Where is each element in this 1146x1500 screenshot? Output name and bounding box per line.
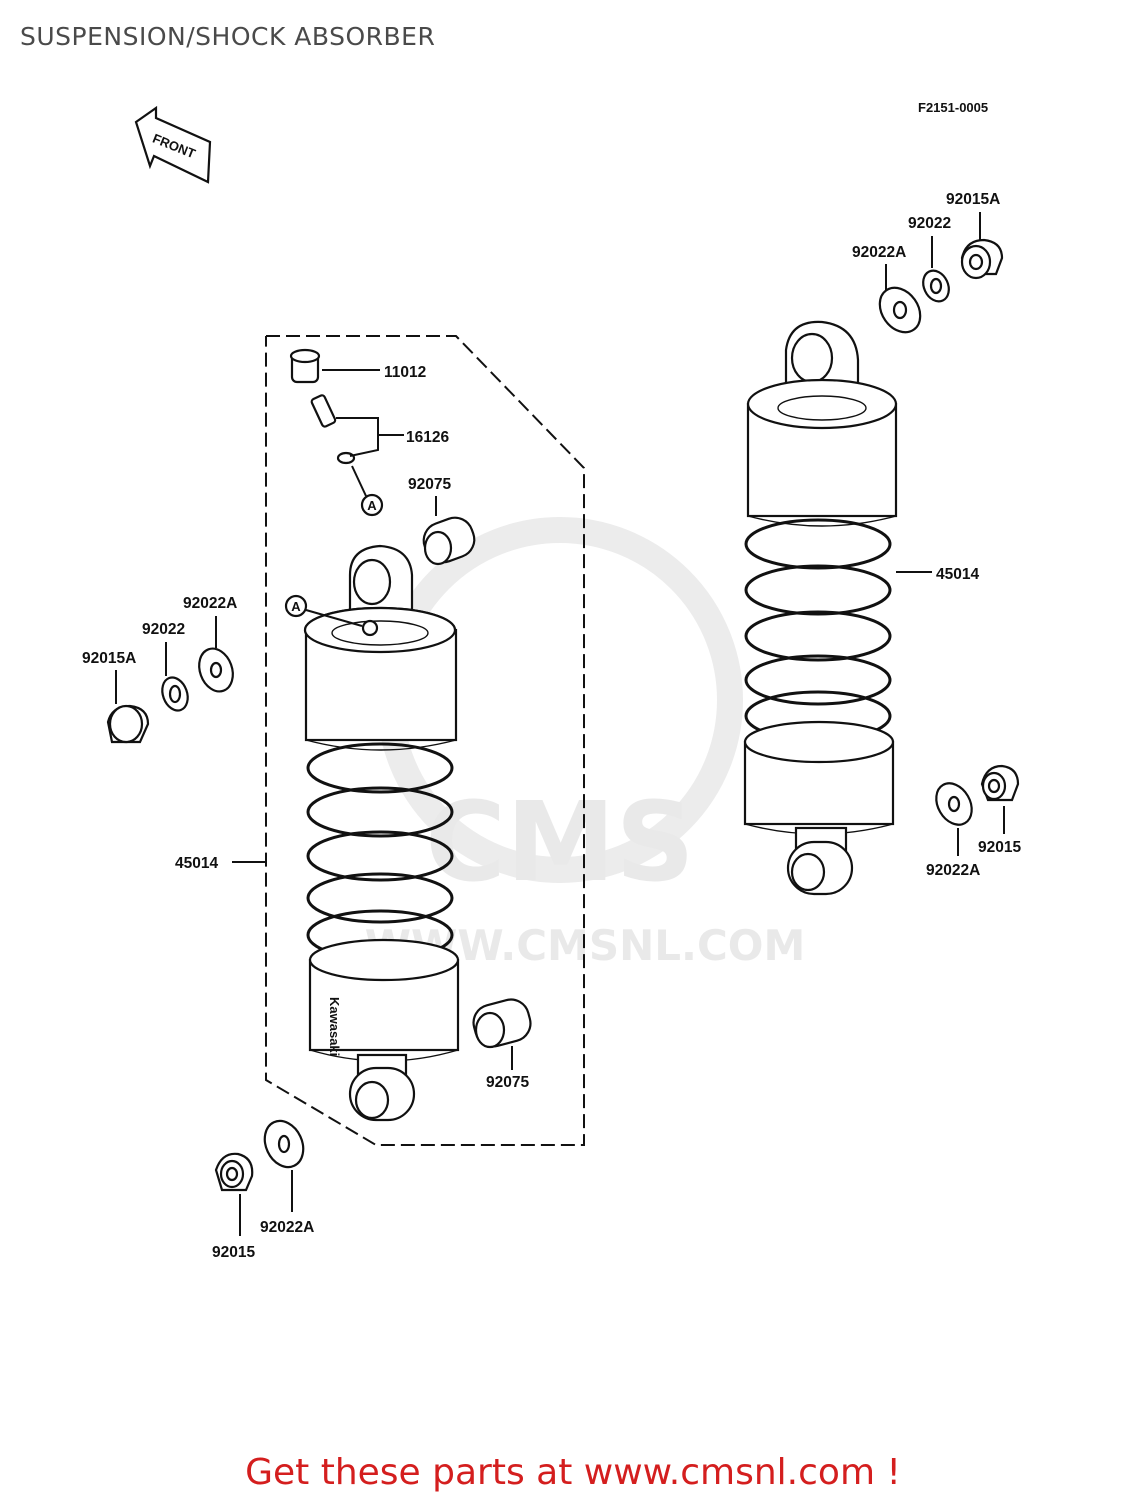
part-label-45014-right: 45014 <box>936 566 979 583</box>
watermark-logo-text: CMS <box>425 778 694 906</box>
bushing-92075-bottom-icon <box>472 998 532 1049</box>
figure-code: F2151-0005 <box>918 100 988 115</box>
callout-a-marker-body <box>284 594 308 618</box>
bushing-92075-top-icon <box>422 516 476 566</box>
part-label-92075-top: 92075 <box>408 476 451 493</box>
valve-16126-icon <box>310 394 356 465</box>
part-label-92015A-left: 92015A <box>82 650 136 667</box>
part-label-11012: 11012 <box>384 364 426 381</box>
washer-92022A-right-bottom-icon <box>935 782 973 826</box>
part-label-92015A-right: 92015A <box>946 191 1000 208</box>
part-label-92022A-left-bottom: 92022A <box>260 1219 314 1236</box>
callout-a-label-body: A <box>291 599 301 614</box>
part-label-92015-right: 92015 <box>978 839 1021 856</box>
nut-92015-left-icon <box>214 1152 254 1192</box>
callout-a-label-top: A <box>367 498 377 513</box>
part-label-92022A-right-top: 92022A <box>852 244 906 261</box>
part-label-92022-right: 92022 <box>908 215 951 232</box>
part-label-92022A-right-bottom: 92022A <box>926 862 980 879</box>
nut-92015-right-icon <box>980 764 1020 802</box>
callout-a-marker-top <box>360 493 384 517</box>
part-label-92022-left: 92022 <box>142 621 185 638</box>
page-title: SUSPENSION/SHOCK ABSORBER <box>20 22 436 51</box>
assembly-group-outline <box>265 335 585 1146</box>
body-marking-left: Kawasaki <box>327 997 342 1056</box>
lockwasher-92022-left-icon <box>161 676 189 712</box>
cap-nut-92015A-right-icon <box>960 238 1004 280</box>
shock-absorber-left-icon: Kawasaki <box>303 544 460 1122</box>
get-parts-link[interactable]: Get these parts at www.cmsnl.com ! <box>245 1452 901 1493</box>
washer-92022A-left-bottom-icon <box>263 1119 305 1169</box>
shock-absorber-right-icon <box>743 320 898 896</box>
part-label-16126: 16126 <box>406 429 449 446</box>
part-label-92015-left: 92015 <box>212 1244 255 1261</box>
front-arrow-icon: FRONT <box>134 105 212 184</box>
part-label-92022A-left-top: 92022A <box>183 595 237 612</box>
washer-92022A-right-top-icon <box>878 286 922 334</box>
part-label-45014-left: 45014 <box>175 855 218 872</box>
part-label-92075-bottom: 92075 <box>486 1074 529 1091</box>
washer-92022A-left-top-icon <box>198 647 234 693</box>
cap-nut-92015A-left-icon <box>106 704 150 744</box>
lockwasher-92022-right-icon <box>922 269 950 303</box>
cap-11012-icon <box>289 348 321 384</box>
